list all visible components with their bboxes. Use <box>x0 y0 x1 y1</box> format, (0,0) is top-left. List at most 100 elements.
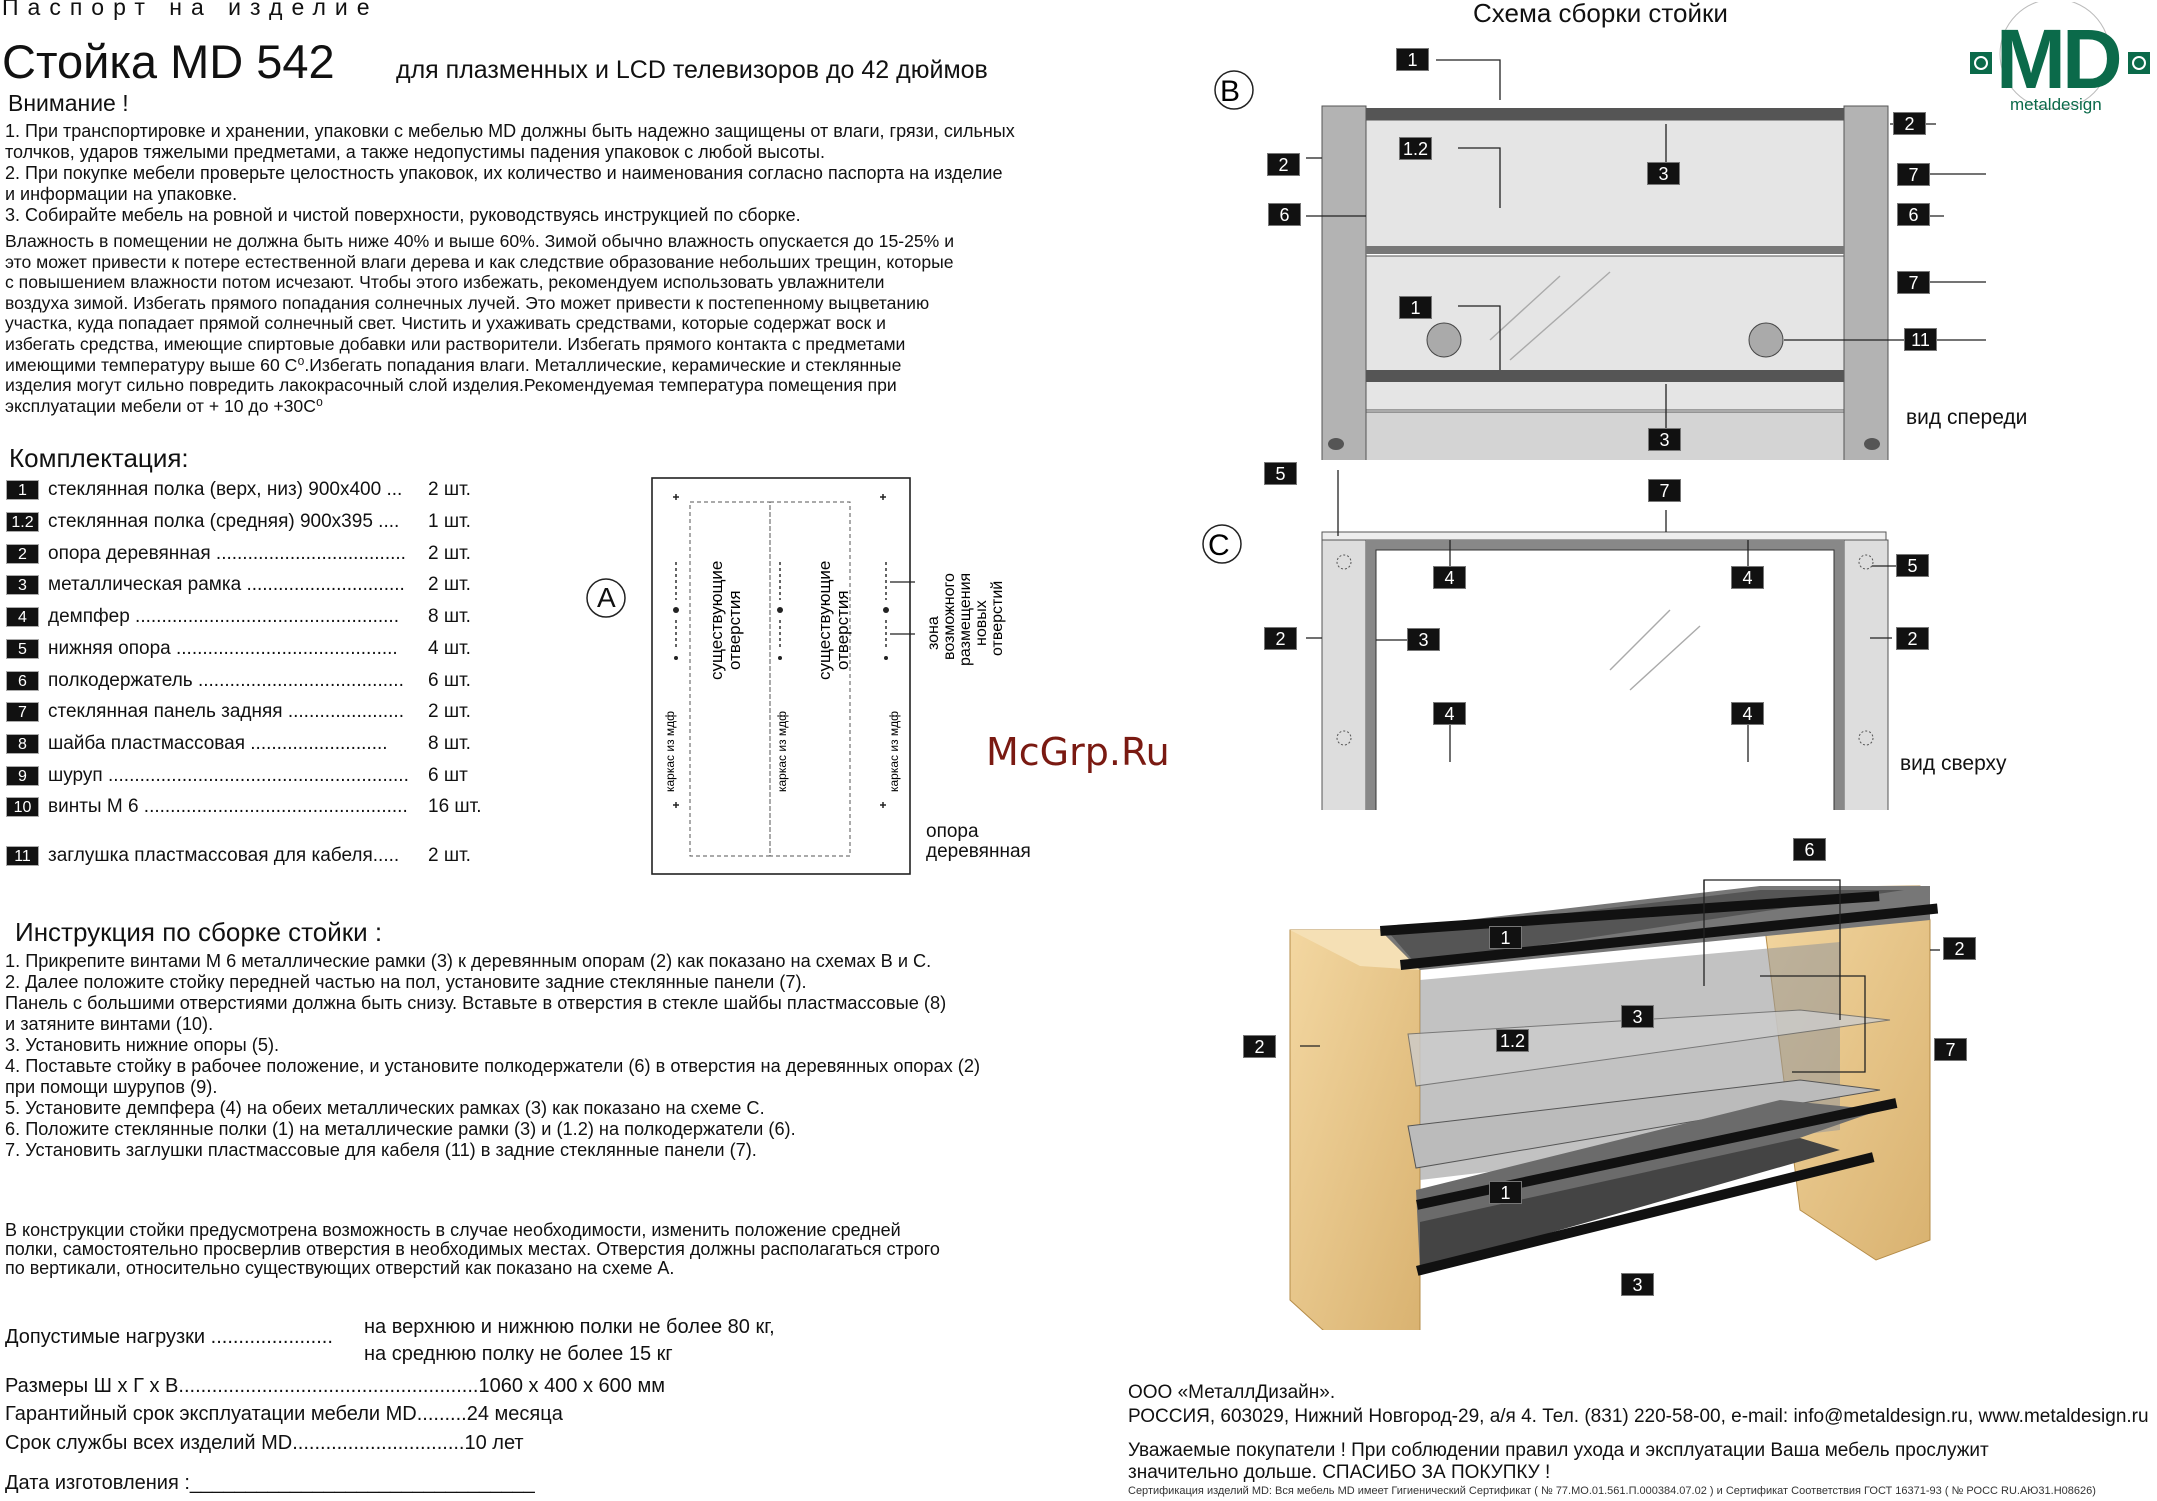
callout-7: 7 <box>1934 1038 1967 1061</box>
instruction-step: 6. Положите стеклянные полки (1) на мета… <box>5 1119 796 1139</box>
svg-text:отверстия: отверстия <box>833 590 852 670</box>
certification: Сертификация изделий MD: Вся мебель MD и… <box>1128 1485 2096 1497</box>
callout-2: 2 <box>1267 153 1300 176</box>
attention-item: 1. При транспортировке и хранении, упако… <box>5 121 1015 141</box>
existing-holes-label-2: существующие <box>815 561 834 680</box>
letter-b: B <box>1220 75 1240 108</box>
attention-heading: Внимание ! <box>8 90 129 116</box>
product-title: Стойка MD 542 <box>2 35 335 88</box>
kit-item: 1.2 стеклянная полка (средняя) 900х395 ..… <box>6 509 471 535</box>
attention-item: 2. При покупке мебели проверьте целостно… <box>5 163 1003 183</box>
letter-c: C <box>1208 529 1230 562</box>
instruction-step: 3. Установить нижние опоры (5). <box>5 1035 280 1055</box>
callout-2: 2 <box>1264 627 1297 650</box>
svg-text:отверстия: отверстия <box>725 590 744 670</box>
kit-heading: Комплектация: <box>9 443 189 473</box>
support-label: опора деревянная <box>926 821 1031 862</box>
instruction-step: и затяните винтами (10). <box>5 1014 214 1034</box>
scheme-title: Схема сборки стойки <box>1473 0 1728 28</box>
kit-item-name: опора деревянная .......................… <box>48 543 406 564</box>
kit-item-name: демпфер ................................… <box>48 606 399 627</box>
kit-item-name: заглушка пластмассовая для кабеля..... <box>48 845 400 866</box>
instruction-step: 5. Установите демпфера (4) на обеих мета… <box>5 1098 765 1118</box>
svg-text:каркас из мдф: каркас из мдф <box>775 711 789 792</box>
callout-3: 3 <box>1648 428 1681 451</box>
front-view-label: вид спереди <box>1906 406 2028 429</box>
svg-text:размещения: размещения <box>957 573 974 666</box>
callout-3: 3 <box>1407 628 1440 651</box>
instruction-step: Панель с большими отверстиями должна быт… <box>5 993 947 1013</box>
svg-text:возможного: возможного <box>941 573 958 660</box>
kit-item: 5 нижняя опора ..........................… <box>6 636 471 662</box>
callout-1: 1 <box>1399 296 1432 319</box>
svg-text:каркас из мдф: каркас из мдф <box>887 711 901 792</box>
kit-item-qty: 6 шт <box>428 765 468 786</box>
company-name: ООО «МеталлДизайн». <box>1128 1382 1336 1403</box>
product-render <box>1289 879 1940 1330</box>
manufacture-date: Дата изготовления :_____________________… <box>5 1472 535 1494</box>
kit-item-number: 10 <box>6 797 39 817</box>
kit-item-name: шайба пластмассовая ....................… <box>48 733 388 754</box>
attention-item: 3. Собирайте мебель на ровной и чистой п… <box>5 205 801 225</box>
kit-item-number: 11 <box>6 846 39 866</box>
top-view-diagram: C <box>1202 470 1896 810</box>
warranty: Гарантийный срок эксплуатации мебели MD.… <box>5 1403 563 1425</box>
kit-item-number: 6 <box>6 671 39 691</box>
md-logo: MD metaldesign <box>1970 2 2150 114</box>
svg-text:отверстий: отверстий <box>989 581 1006 656</box>
callout-4: 4 <box>1731 702 1764 725</box>
kit-item: 11 заглушка пластмассовая для кабеля.....… <box>6 843 471 869</box>
kit-item: 10 винты М 6 ............................… <box>6 794 482 820</box>
kit-item-qty: 2 шт. <box>428 574 471 595</box>
svg-text:зона: зона <box>925 616 942 650</box>
kit-item-number: 7 <box>6 702 39 722</box>
callout-3: 3 <box>1621 1273 1654 1296</box>
kit-item-qty: 4 шт. <box>428 638 471 659</box>
kit-item-qty: 1 шт. <box>428 511 471 532</box>
kit-item-number: 4 <box>6 607 39 627</box>
callout-2: 2 <box>1896 627 1929 650</box>
kit-item-name: стеклянная полка (средняя) 900х395 .... <box>48 511 400 532</box>
kit-item-qty: 2 шт. <box>428 479 471 500</box>
passport-label: Паспорт на изделие <box>2 0 379 20</box>
kit-item-number: 5 <box>6 639 39 659</box>
service-life: Срок службы всех изделий MD.............… <box>5 1432 524 1454</box>
kit-item-qty: 6 шт. <box>428 670 471 691</box>
kit-item: 4 демпфер ...............................… <box>6 604 471 630</box>
kit-item-name: нижняя опора ...........................… <box>48 638 398 659</box>
kit-item-number: 1.2 <box>6 512 39 532</box>
kit-item-name: стеклянная полка (верх, низ) 900х400 ... <box>48 479 403 500</box>
front-view-diagram: B <box>1214 59 1986 460</box>
construction-note: В конструкции стойки предусмотрена возмо… <box>5 1220 940 1278</box>
scheme-a-diagram: существующие отверстия существующие отве… <box>586 477 1006 875</box>
kit-item-number: 9 <box>6 766 39 786</box>
kit-item-qty: 16 шт. <box>428 796 482 817</box>
callout-11: 11 <box>1904 328 1937 351</box>
kit-item-qty: 8 шт. <box>428 606 471 627</box>
logo-sub: metaldesign <box>2010 95 2102 114</box>
humidity-paragraph: Влажность в помещении не должна быть ниж… <box>5 231 955 416</box>
instruction-step: при помощи шурупов (9). <box>5 1077 218 1097</box>
kit-item-qty: 2 шт. <box>428 701 471 722</box>
thanks-line-2: значительно дольше. СПАСИБО ЗА ПОКУПКУ ! <box>1128 1462 1551 1483</box>
callout-7: 7 <box>1897 163 1930 186</box>
company-address: РОССИЯ, 603029, Нижний Новгород-29, а/я … <box>1128 1406 2149 1427</box>
attention-item: толчков, ударов тяжелыми предметами, а т… <box>5 142 825 162</box>
loads-label: Допустимые нагрузки ....................… <box>5 1326 333 1348</box>
instruction-step: 2. Далее положите стойку передней частью… <box>5 972 807 992</box>
callout-4: 4 <box>1433 566 1466 589</box>
top-view-label: вид сверху <box>1900 752 2007 775</box>
callout-3: 3 <box>1621 1005 1654 1028</box>
thanks-line-1: Уважаемые покупатели ! При соблюдении пр… <box>1128 1440 1989 1461</box>
callout-2: 2 <box>1943 937 1976 960</box>
kit-item-name: полкодержатель .........................… <box>48 670 404 691</box>
callout-5: 5 <box>1264 462 1297 485</box>
kit-item-name: винты М 6 ..............................… <box>48 796 408 817</box>
callout-6: 6 <box>1793 838 1826 861</box>
instruction-step: 7. Установить заглушки пластмассовые для… <box>5 1140 757 1160</box>
